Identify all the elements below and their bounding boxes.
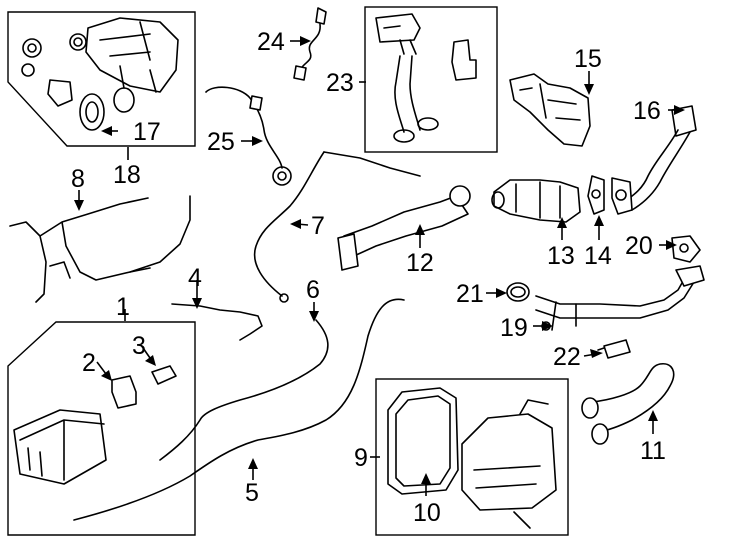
egr-tube-16-part: [623, 105, 697, 211]
group-box-18: [7, 11, 196, 147]
callout-21: 21: [456, 280, 484, 308]
callout-7: 7: [311, 212, 325, 240]
coolant-pipe-19-part: [535, 265, 705, 331]
group-box-1: [7, 321, 196, 536]
gasket-9-part: [387, 387, 459, 495]
harness-8-part: [9, 195, 191, 303]
intake-tube-12-part: [337, 185, 471, 271]
callout-labels: 1 2 3 4 5 6 7 8 9 10 11 12 13 14 15 16 1…: [71, 28, 666, 527]
group-box-23: [364, 6, 498, 153]
callout-13: 13: [547, 242, 575, 270]
cover-10-part: [461, 399, 557, 529]
callout-11: 11: [640, 437, 666, 465]
leader-lines: [74, 36, 685, 496]
callout-8: 8: [71, 165, 85, 193]
callout-25: 25: [207, 128, 235, 156]
line-5-part: [73, 298, 405, 521]
gasket-14-part: [587, 175, 605, 215]
callout-9: 9: [354, 444, 368, 472]
callout-6: 6: [306, 276, 320, 304]
callout-18: 18: [113, 161, 141, 189]
egr-cooler-13-part: [491, 179, 581, 223]
canister-1-part: [13, 409, 107, 485]
throttle-body-part: [21, 17, 179, 131]
callout-12: 12: [406, 249, 434, 277]
solenoid-2-part: [111, 375, 137, 409]
callout-10: 10: [413, 499, 441, 527]
purge-line-6-part: [159, 319, 329, 461]
callout-24: 24: [257, 28, 285, 56]
valve-3-part: [151, 365, 177, 385]
callout-2: 2: [82, 349, 96, 377]
callout-14: 14: [584, 242, 612, 270]
callout-1: 1: [116, 293, 130, 321]
line-4-part: [171, 303, 263, 341]
callout-22: 22: [553, 343, 581, 371]
egr-valve-23-part: [375, 13, 477, 143]
callout-4: 4: [188, 264, 202, 292]
gasket-20-part: [671, 235, 701, 263]
hose-11-part: [581, 362, 675, 445]
callout-20: 20: [625, 232, 653, 260]
egr-bracket-15-part: [509, 73, 591, 147]
o-ring-21-part: [506, 282, 530, 302]
sensor-22-part: [597, 339, 631, 359]
callout-15: 15: [574, 45, 602, 73]
callout-19: 19: [500, 314, 528, 342]
callout-16: 16: [633, 97, 661, 125]
callout-5: 5: [245, 479, 259, 507]
oxygen-sensor-24-part: [293, 7, 327, 81]
vent-line-7-part: [253, 151, 421, 303]
callout-3: 3: [132, 332, 146, 360]
gasket-14b-part: [611, 177, 633, 215]
callout-23: 23: [326, 69, 354, 97]
oxygen-sensor-25-part: [205, 86, 292, 186]
callout-17: 17: [133, 118, 161, 146]
